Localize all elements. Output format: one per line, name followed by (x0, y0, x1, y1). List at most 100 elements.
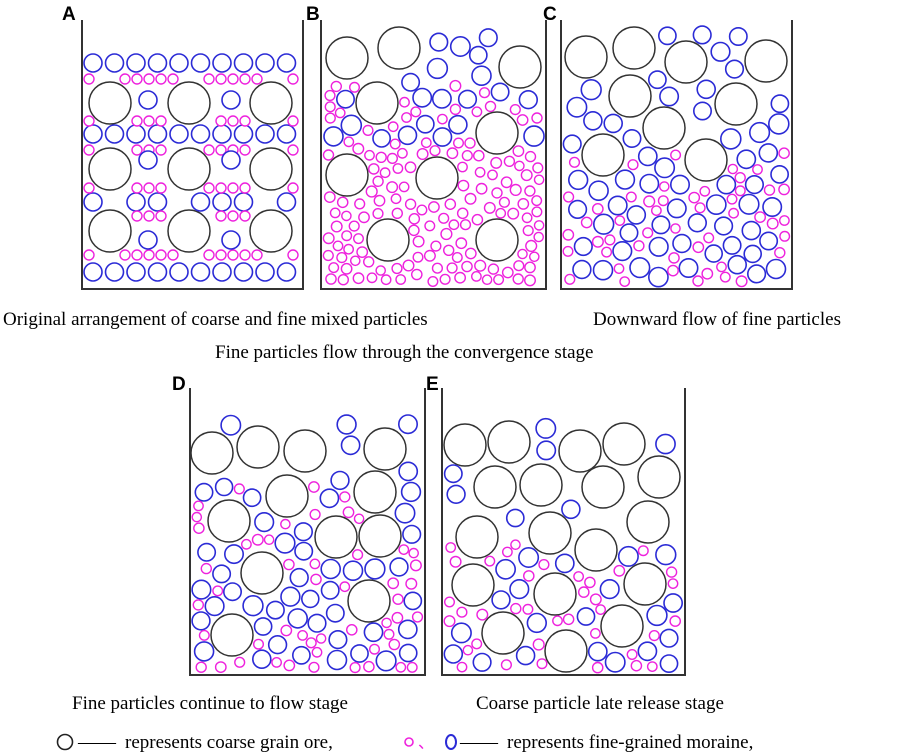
fine-particle-magenta (487, 169, 498, 181)
fine-particle-blue (449, 35, 471, 57)
fine-particle-magenta (251, 73, 263, 85)
fine-particle-blue (340, 435, 361, 456)
fine-particle-magenta (332, 240, 344, 252)
fine-particle-magenta (212, 585, 224, 597)
fine-particle-magenta (779, 215, 790, 226)
fine-particle-magenta (471, 638, 483, 650)
fine-particle-blue (426, 57, 449, 80)
fine-particle-blue (325, 603, 345, 623)
caption-continue-flow-stage: Fine particles continue to flow stage (72, 693, 348, 714)
fine-particle-magenta (461, 150, 473, 162)
fine-particle-blue (612, 241, 633, 262)
fine-particle-magenta (240, 538, 252, 550)
fine-particle-magenta (239, 210, 251, 222)
caption-late-release-stage: Coarse particle late release stage (476, 693, 724, 714)
fine-particle-magenta (670, 149, 682, 161)
fine-particle-blue (432, 127, 453, 147)
fine-particle-blue (350, 644, 369, 663)
fine-particle-magenta (665, 566, 678, 578)
fine-particle-blue (412, 87, 433, 108)
coarse-particle (664, 40, 708, 84)
fine-particle-magenta (287, 144, 299, 156)
fine-particle-blue (658, 26, 677, 46)
coarse-particle (207, 499, 251, 543)
fine-particle-magenta (591, 235, 604, 248)
legend-coarse-text: represents coarse grain ore, (125, 732, 333, 753)
fine-particle-blue (599, 578, 620, 600)
coarse-particle (167, 147, 211, 191)
coarse-particle (574, 528, 618, 572)
fine-particle-magenta (459, 219, 472, 231)
fine-particle-magenta (436, 113, 448, 125)
fine-particle-blue (402, 524, 422, 544)
fine-particle-blue (233, 192, 254, 212)
fine-particle-magenta (343, 136, 355, 148)
fine-particle-blue (637, 641, 658, 662)
fine-particle-blue (191, 611, 211, 631)
fine-particle-magenta (643, 195, 656, 208)
fine-particle-blue (567, 169, 589, 191)
fine-particle-magenta (512, 273, 524, 285)
fine-particle-magenta (774, 246, 786, 259)
fine-particle-magenta (345, 624, 358, 636)
fine-particle-magenta (451, 251, 463, 263)
fine-particle-magenta (443, 615, 456, 628)
fine-particle-magenta (591, 202, 604, 215)
fine-particle-blue (335, 89, 355, 109)
fine-particle-blue (126, 192, 146, 212)
fine-particle-blue (401, 72, 421, 92)
fine-particle-magenta (522, 225, 534, 237)
fine-particle-magenta (669, 615, 682, 627)
fine-particle-magenta (726, 193, 738, 205)
fine-particle-blue (372, 128, 392, 148)
fine-particle-magenta (471, 106, 483, 118)
fine-particle-magenta (525, 239, 538, 253)
fine-particle-magenta (536, 658, 548, 670)
fine-particle-blue (471, 65, 492, 86)
fine-particle-magenta (529, 251, 540, 263)
fine-particle-magenta (131, 115, 143, 127)
fine-particle-magenta (308, 661, 320, 673)
fine-particle-magenta (271, 657, 282, 668)
fine-particle-blue (233, 53, 254, 73)
fine-particle-blue (515, 645, 536, 666)
fine-particle-magenta (619, 276, 631, 287)
fine-particle-magenta (251, 249, 263, 261)
fine-particle-blue (126, 124, 146, 144)
coarse-particle (353, 470, 397, 514)
fine-particle-blue (336, 414, 357, 435)
fine-particle-magenta (500, 659, 513, 671)
fine-particle-blue (242, 594, 264, 617)
fine-particle-blue (363, 622, 384, 643)
coarse-particle (249, 81, 293, 125)
fine-particle-magenta (239, 144, 251, 156)
fine-particle-magenta (227, 249, 239, 261)
fine-particle-magenta (625, 191, 637, 203)
fine-particle-blue (251, 649, 272, 670)
fine-particle-magenta (633, 240, 645, 252)
fine-particle-blue (450, 622, 472, 644)
fine-particle-blue (566, 96, 588, 118)
fine-particle-magenta (387, 121, 399, 133)
fine-particle-magenta (481, 274, 493, 286)
coarse-particle (88, 81, 132, 125)
fine-particle-blue (648, 236, 669, 257)
fine-particle-blue (138, 90, 158, 110)
fine-particle-magenta (395, 661, 407, 673)
legend-fine-blue-circle-icon (445, 734, 457, 750)
fine-particle-magenta (416, 147, 429, 160)
fine-particle-blue (592, 213, 615, 235)
fine-particle-blue (678, 257, 699, 278)
fine-particle-blue (242, 488, 262, 508)
fine-particle-magenta (287, 249, 299, 261)
fine-particle-magenta (493, 274, 505, 286)
fine-particle-magenta (193, 522, 205, 535)
coarse-particle (608, 74, 652, 118)
fine-particle-magenta (398, 544, 410, 555)
fine-particle-magenta (396, 147, 408, 159)
fine-particle-blue (704, 244, 724, 263)
fine-particle-magenta (688, 191, 701, 204)
fine-particle-blue (669, 174, 690, 195)
fine-particle-blue (415, 114, 435, 134)
fine-particle-magenta (778, 183, 790, 196)
